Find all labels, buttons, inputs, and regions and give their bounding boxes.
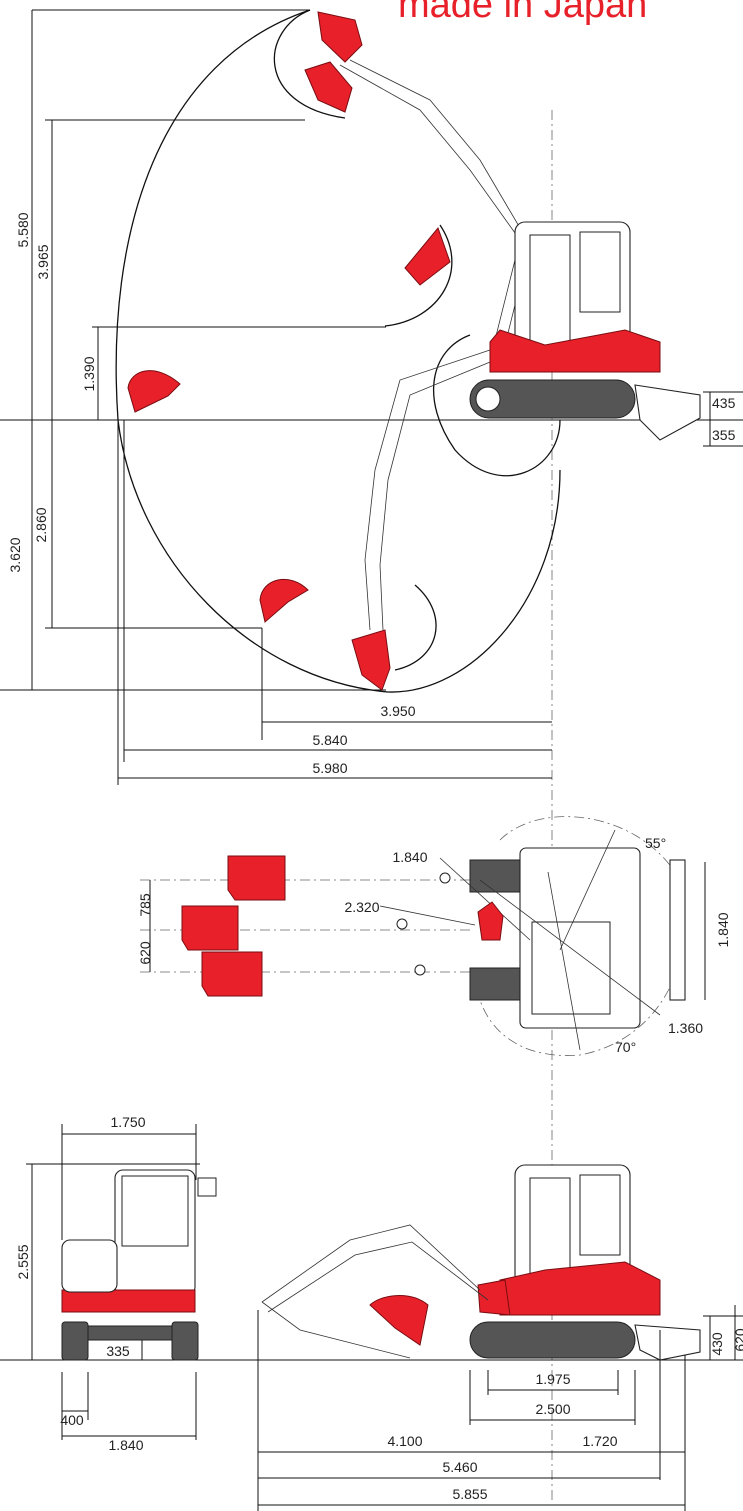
label-blade-width-1840: 1.840 (715, 912, 731, 947)
label-clearance-335: 335 (106, 1343, 130, 1359)
label-rear-1720: 1.720 (582, 1433, 617, 1449)
label-height-5580: 5.580 (15, 212, 31, 247)
label-overall-1840: 1.840 (108, 1437, 143, 1453)
rear-track-left (61, 1321, 89, 1361)
label-blade-430: 430 (709, 1332, 725, 1356)
bucket-plan-2 (181, 905, 239, 951)
blade-top (669, 859, 686, 1001)
envelope-close-arc (433, 334, 561, 477)
cab-window (579, 231, 621, 313)
label-reach-5840: 5.840 (312, 732, 347, 748)
boom-lower (364, 349, 491, 631)
label-tumbler-1975: 1.975 (535, 1371, 570, 1387)
top-view (140, 816, 706, 1056)
rear-counterweight (61, 1289, 196, 1313)
working-range-view (0, 9, 743, 1500)
label-blade-620: 620 (732, 1328, 743, 1352)
envelope-bottom-arc (394, 584, 437, 671)
undercarriage (469, 379, 636, 419)
transport-boom (261, 1224, 481, 1303)
label-offset-620: 620 (137, 941, 153, 965)
track-right (469, 967, 526, 1001)
bucket-deep (351, 629, 391, 691)
label-depth-3620: 3.620 (7, 537, 23, 572)
transport-undercarriage (469, 1321, 636, 1359)
envelope-inner-arc (384, 224, 453, 327)
upper-structure (489, 329, 661, 373)
bucket-plan-3 (201, 951, 263, 997)
label-front-4100: 4.100 (387, 1433, 422, 1449)
label-offset-785: 785 (137, 893, 153, 917)
label-reach-5980: 5.980 (312, 760, 347, 776)
transport-upper (499, 1261, 661, 1316)
made-in-japan-title: made in Japan (398, 0, 648, 26)
boom-upper (339, 64, 521, 341)
label-track-400: 400 (60, 1412, 84, 1428)
bucket-deep-mid (259, 579, 309, 623)
label-height-2555: 2.555 (15, 1244, 31, 1279)
label-swing-2320: 2.320 (344, 899, 379, 915)
label-length-5855: 5.855 (452, 1486, 487, 1502)
rear-view (0, 1124, 743, 1440)
working-envelope (115, 9, 561, 693)
label-track-2500: 2.500 (535, 1401, 570, 1417)
transport-blade (634, 1324, 701, 1361)
bucket-top-2 (304, 61, 353, 113)
label-swing-1840: 1.840 (392, 849, 427, 865)
transport-bucket (369, 1295, 429, 1346)
bucket-top-1 (317, 11, 363, 63)
cab-door (529, 234, 571, 346)
label-blade-up: 435 (712, 395, 736, 411)
label-radius-1360: 1.360 (668, 1020, 703, 1036)
rear-track-right (171, 1321, 199, 1361)
track-left (469, 859, 526, 893)
bucket-mid (404, 226, 451, 286)
label-blade-down: 355 (712, 427, 736, 443)
label-angle-70: 70° (615, 1039, 636, 1055)
label-height-1390: 1.390 (81, 356, 97, 391)
envelope-top-arc (273, 9, 346, 119)
bucket-plan-1 (227, 855, 286, 901)
label-depth-2860: 2.860 (33, 507, 49, 542)
label-reach-3950: 3.950 (380, 703, 415, 719)
label-width-1750: 1.750 (110, 1114, 145, 1130)
bucket-far (127, 370, 181, 413)
bucket-plan-centre (477, 901, 504, 941)
dozer-blade (634, 384, 701, 441)
label-angle-55: 55° (645, 835, 666, 851)
transport-view (257, 1164, 743, 1511)
label-height-3965: 3.965 (35, 244, 51, 279)
label-length-5460: 5.460 (442, 1459, 477, 1475)
